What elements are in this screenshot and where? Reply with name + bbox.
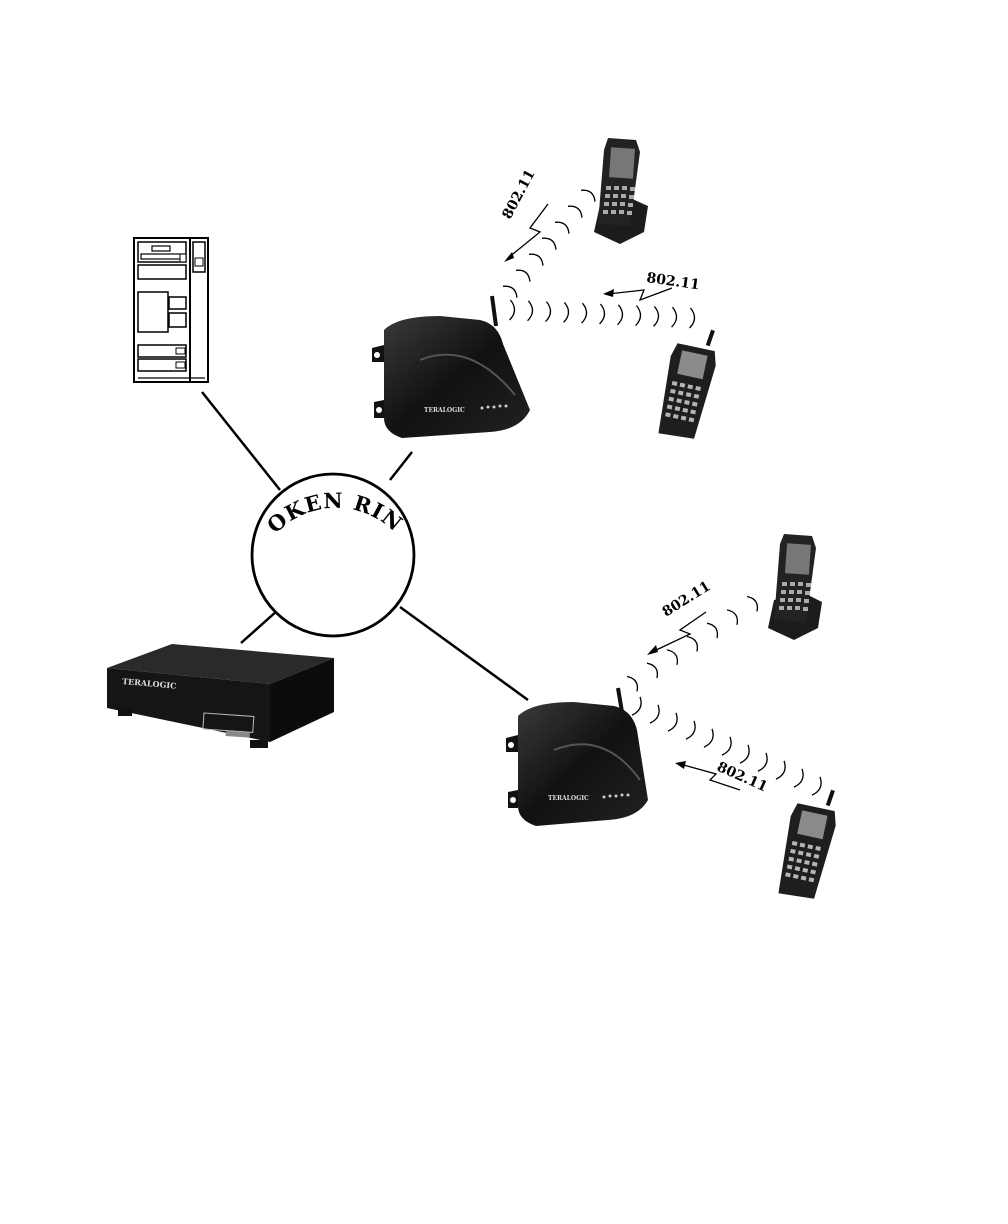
radio-wave-arc	[555, 222, 569, 233]
handheld-tilted-top	[655, 323, 723, 442]
cable-controller	[241, 610, 278, 643]
handheld-tilted-bottom	[775, 783, 843, 902]
radio-wave-arc	[668, 713, 677, 731]
radio-wave-arc	[654, 306, 659, 326]
radio-wave-arc	[632, 697, 641, 715]
svg-text:802.11: 802.11	[714, 759, 769, 795]
radio-wave-arc	[747, 597, 757, 612]
radio-wave-arc	[647, 663, 657, 678]
radio-wave-arc	[582, 303, 587, 323]
radio-wave-arc	[503, 286, 517, 297]
access-point-top: TERALOGIC	[372, 296, 530, 438]
radio-wave-arc	[776, 761, 785, 779]
server-rack	[134, 238, 208, 382]
wireless-link-bottom-cradle: 802.11	[647, 578, 714, 655]
radio-wave-arc	[707, 623, 717, 638]
radio-wave-arc	[568, 206, 582, 217]
radio-wave-arc	[650, 705, 659, 723]
radio-wave-arc	[528, 301, 533, 321]
radio-wave-arc	[581, 190, 595, 201]
wireless-link-bottom-handheld: 802.11	[675, 759, 770, 795]
radio-wave-arc	[686, 721, 695, 739]
wireless-link-top-handheld: 802.11	[603, 270, 701, 300]
radio-wave-arc	[546, 302, 551, 322]
radio-wave-arc	[600, 304, 605, 324]
svg-text:802.11: 802.11	[660, 578, 714, 620]
radio-wave-arc	[564, 302, 569, 322]
access-point-bottom-brand: TERALOGIC	[548, 795, 589, 802]
radio-wave-arc	[510, 300, 515, 320]
handheld-cradle-top	[594, 138, 648, 244]
cable-access-point-top	[390, 452, 412, 480]
radio-wave-arc	[758, 753, 767, 771]
access-point-top-brand: TERALOGIC	[424, 407, 465, 414]
radio-wave-arc	[740, 745, 749, 763]
wireless-link-top-cradle: 802.11	[499, 167, 548, 262]
radio-wave-arc	[627, 677, 637, 692]
radio-wave-arc	[727, 610, 737, 625]
svg-text:802.11: 802.11	[645, 270, 700, 293]
radio-wave-arc	[687, 637, 697, 652]
radio-wave-arc	[516, 270, 530, 281]
radio-wave-arc	[618, 305, 623, 325]
cable-access-point-bottom	[400, 607, 528, 700]
radio-wave-arc	[636, 306, 641, 326]
access-point-bottom: TERALOGIC	[506, 688, 648, 826]
radio-wave-arc	[812, 777, 821, 795]
handheld-cradle-bottom	[768, 534, 822, 640]
radio-wave-arc	[690, 308, 695, 328]
radio-wave-arc	[667, 650, 677, 665]
radio-wave-arc	[529, 254, 543, 265]
radio-wave-arc	[794, 769, 803, 787]
radio-wave-arc	[672, 307, 677, 327]
radio-wave-arc	[722, 737, 731, 755]
radio-wave-arc	[704, 729, 713, 747]
cable-server	[202, 392, 280, 490]
svg-text:802.11: 802.11	[499, 167, 538, 222]
radio-wave-arc	[542, 238, 556, 249]
controller-unit: TERALOGIC	[107, 644, 334, 748]
